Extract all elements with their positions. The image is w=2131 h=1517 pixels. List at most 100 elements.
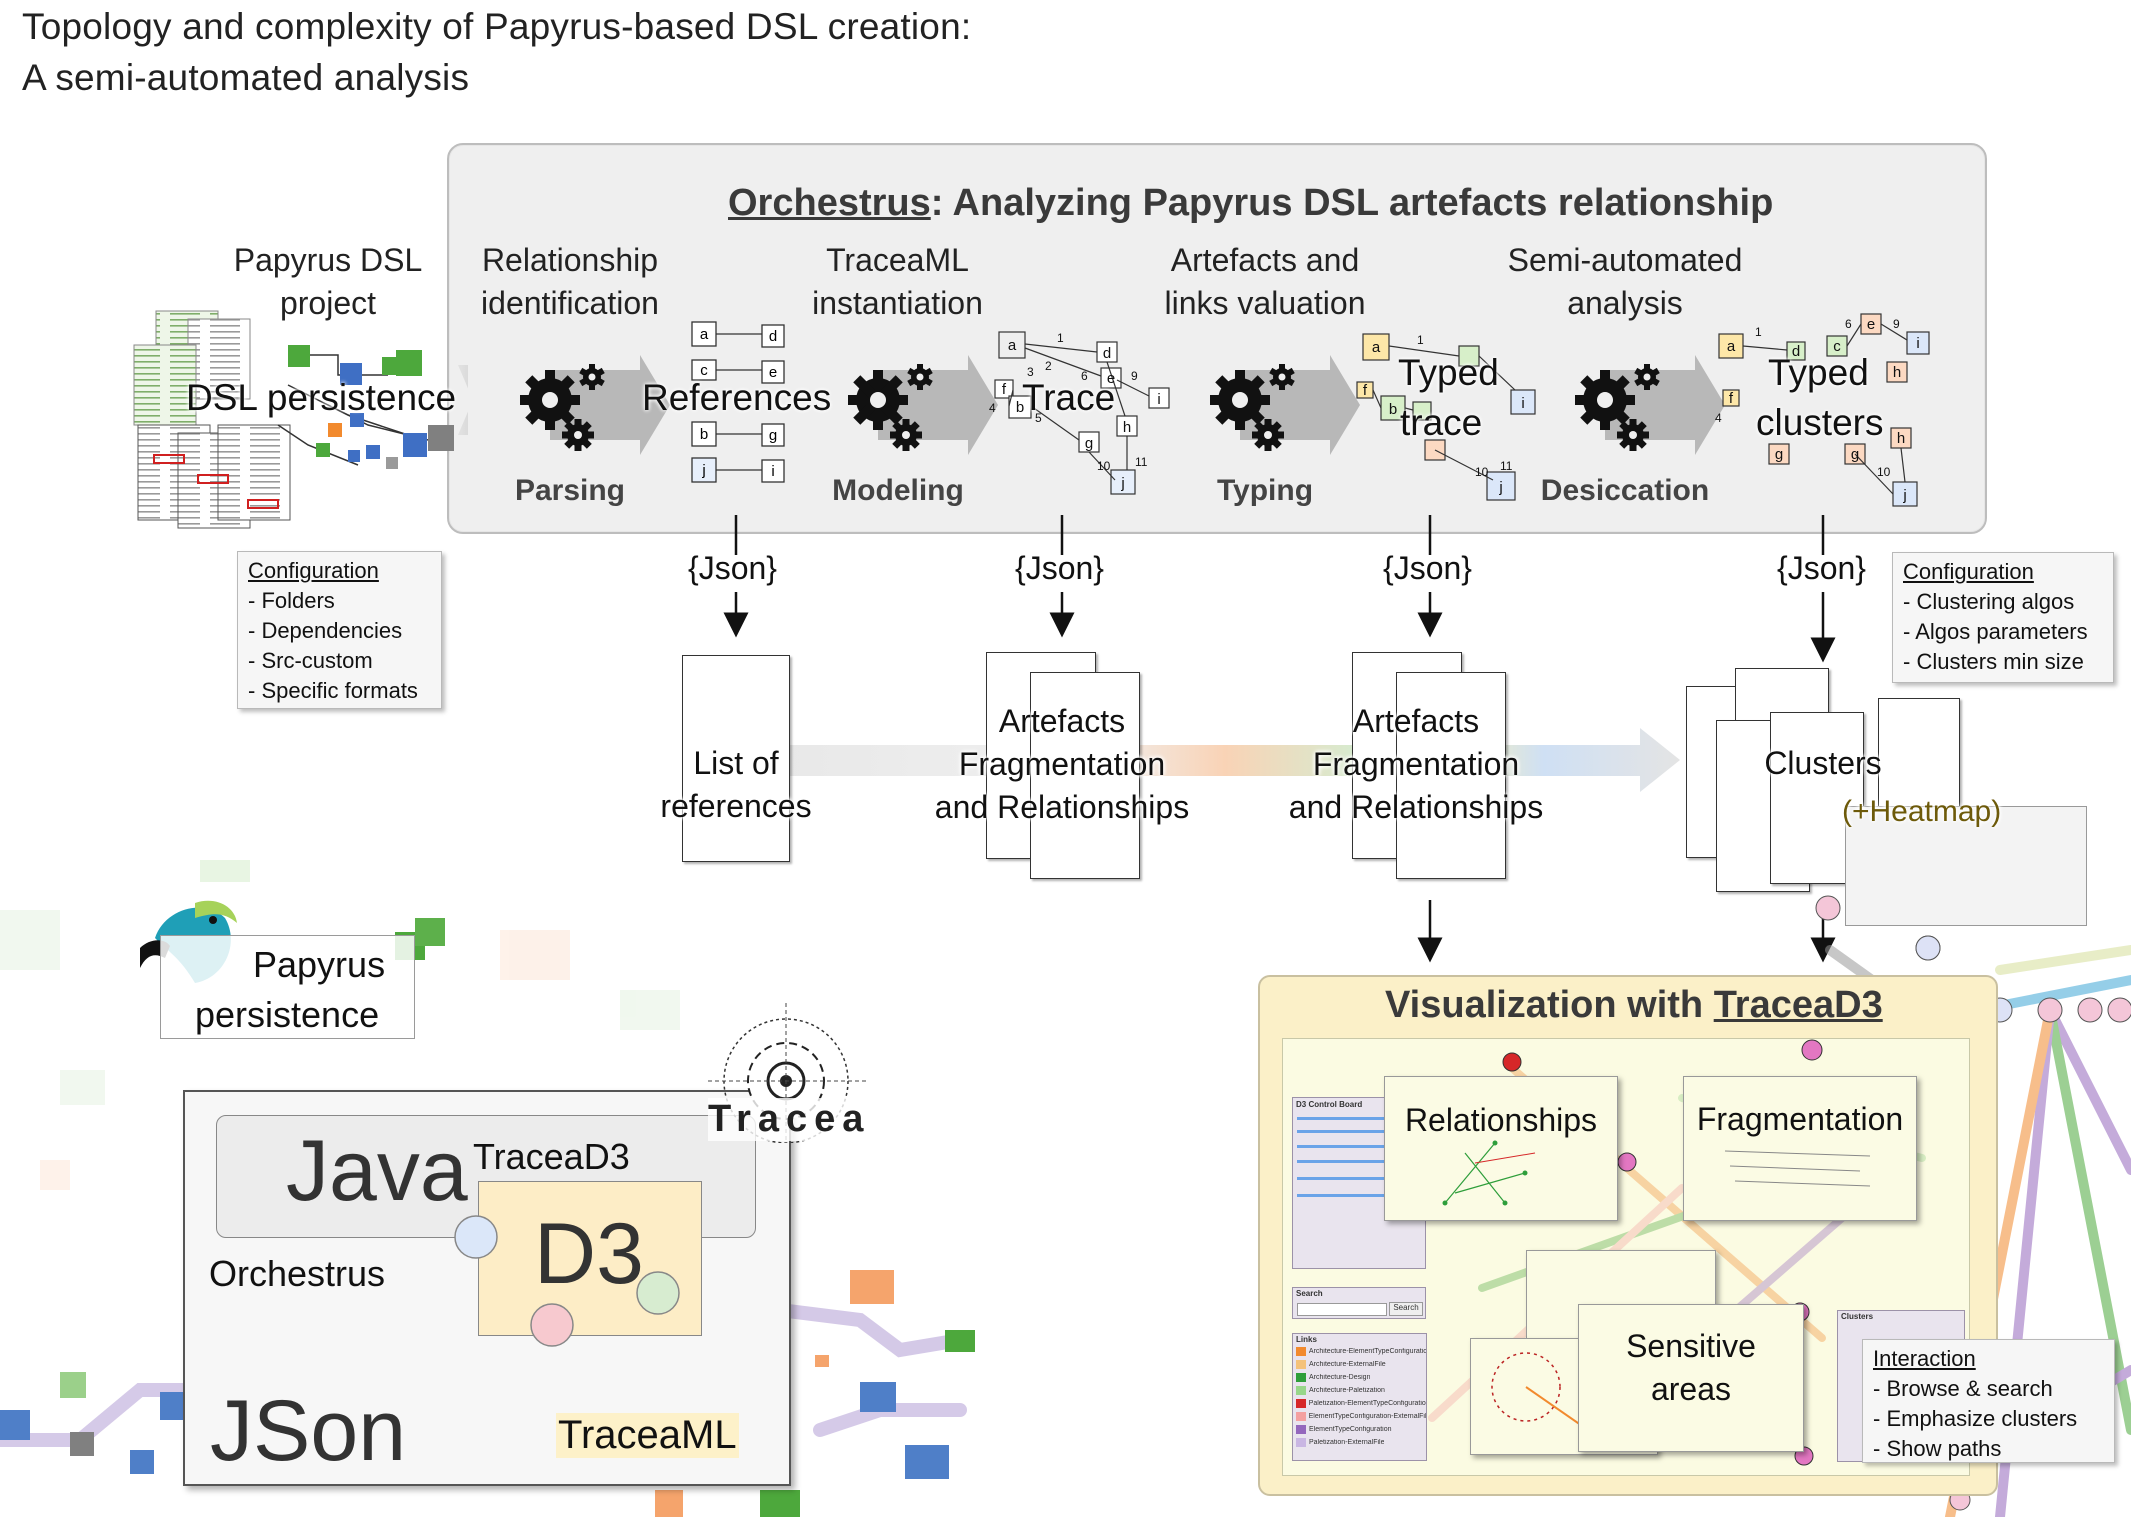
svg-text:10: 10 <box>1877 465 1891 479</box>
frag-line1: Artefacts <box>1352 703 1480 739</box>
svg-text:d: d <box>769 328 777 345</box>
fragmentation-label: Artefacts Fragmentation and Relationship… <box>912 700 1212 829</box>
references-graph: a d c e b g j i <box>691 321 785 483</box>
json-label-2: {Json} <box>1015 550 1104 586</box>
search-button[interactable]: Search <box>1389 1302 1423 1316</box>
viz-title-name: TraceaD3 <box>1713 984 1883 1026</box>
link-legend-label: Architecture-ElementTypeConfiguratio <box>1308 1348 1426 1355</box>
iterations-slider[interactable] <box>1297 1160 1421 1163</box>
interaction-item: - Browse & search <box>1873 1376 2053 1401</box>
svg-text:j: j <box>701 462 705 479</box>
interaction-box: Interaction - Browse & search - Emphasiz… <box>1862 1339 2115 1463</box>
link-legend-row[interactable]: Paletization-ElementTypeConfiguration <box>1293 1397 1426 1410</box>
link-legend-row[interactable]: Architecture-ElementTypeConfiguratio <box>1293 1345 1426 1358</box>
svg-text:9: 9 <box>1893 317 1900 331</box>
link-legend-row[interactable]: Architecture-Design <box>1293 1371 1426 1384</box>
link-color-swatch <box>1296 1360 1306 1369</box>
typed-trace-graph: a f b i j 1 10 11 <box>1356 333 1536 501</box>
svg-text:g: g <box>1085 435 1093 452</box>
sensitive-areas-card[interactable]: Sensitive areas <box>1578 1304 1804 1452</box>
phase-modeling: Modeling <box>832 474 964 507</box>
svg-text:h: h <box>1897 430 1905 447</box>
svg-text:j: j <box>1498 479 1502 496</box>
tracea-logo-text: Tracea <box>708 1098 871 1141</box>
link-color-swatch <box>1296 1386 1306 1395</box>
svg-text:g: g <box>1775 446 1783 463</box>
stage-artefacts-valuation: Artefacts and links valuation <box>1150 239 1380 325</box>
stage-3-line2: links valuation <box>1164 285 1366 321</box>
frag-line3: and Relationships <box>1288 789 1544 825</box>
stage-4-line2: analysis <box>1567 285 1683 321</box>
svg-text:c: c <box>700 362 708 379</box>
list-of-references-label: List of references <box>636 742 836 828</box>
fragmentation-card[interactable]: Fragmentation <box>1683 1076 1917 1221</box>
heatmap-thumbnail <box>1845 806 2087 926</box>
references-document <box>682 655 790 862</box>
svg-text:i: i <box>1521 395 1524 412</box>
orchestrus-tech-label: Orchestrus <box>209 1253 386 1294</box>
svg-text:4: 4 <box>989 401 996 415</box>
page-title-line2: A semi-automated analysis <box>22 57 470 98</box>
svg-text:i: i <box>1157 391 1160 408</box>
link-legend-label: Paletization-ElementTypeConfiguration <box>1308 1400 1426 1407</box>
configuration-right: Configuration - Clustering algos - Algos… <box>1892 552 2114 683</box>
phase-desiccation: Desiccation <box>1540 474 1710 507</box>
link-legend-label: Architecture-Design <box>1309 1374 1371 1381</box>
stage-1-line1: Relationship <box>481 242 659 278</box>
nodes-slider[interactable] <box>1297 1117 1421 1120</box>
search-heading: Search <box>1296 1289 1323 1298</box>
link-legend-row[interactable]: ElementTypeConfiguration <box>1293 1423 1426 1436</box>
svg-text:4: 4 <box>1715 411 1722 425</box>
svg-text:10: 10 <box>1475 465 1489 479</box>
link-legend-row[interactable]: Architecture-Paletization <box>1293 1384 1426 1397</box>
relationships-card[interactable]: Relationships <box>1384 1076 1618 1221</box>
dsl-collage-graphic <box>133 310 468 529</box>
typed-trace-label-2: trace <box>1400 402 1483 443</box>
search-panel: Search Search <box>1292 1287 1426 1319</box>
svg-text:2: 2 <box>1045 359 1052 373</box>
svg-text:g: g <box>1851 446 1859 463</box>
svg-text:1: 1 <box>1417 333 1424 347</box>
link-legend-row[interactable]: Paletization-ExternalFile <box>1293 1436 1426 1449</box>
input-project-label: Papyrus DSL project <box>222 239 434 325</box>
sensitive-line2: areas <box>1650 1371 1732 1407</box>
interaction-item: - Show paths <box>1873 1436 2002 1461</box>
svg-text:d: d <box>1792 343 1800 360</box>
papyrus-label-2: persistence <box>195 994 380 1035</box>
orchestrus-title: Orchestrus: Analyzing Papyrus DSL artefa… <box>728 182 1773 225</box>
config-left-heading: Configuration <box>248 558 379 583</box>
link-legend-row[interactable]: ElementTypeConfiguration-ExternalFile <box>1293 1410 1426 1423</box>
trace-label: Trace <box>1022 377 1116 418</box>
links-heading: Links <box>1296 1335 1317 1344</box>
viz-title-prefix: Visualization with <box>1385 984 1714 1026</box>
svg-text:b: b <box>700 426 708 443</box>
fragmentation-network-icon <box>1724 1150 1871 1187</box>
svg-text:f: f <box>1363 382 1368 399</box>
strength-slider[interactable] <box>1297 1177 1421 1180</box>
link-legend-row[interactable]: Architecture-ExternalFile <box>1293 1358 1426 1371</box>
json-label-4: {Json} <box>1777 550 1866 586</box>
links-slider[interactable] <box>1297 1130 1421 1133</box>
distance-slider[interactable] <box>1297 1145 1421 1148</box>
config-right-item: - Clusters min size <box>1903 649 2084 674</box>
stage-traceaml-instantiation: TraceaML instantiation <box>790 239 1005 325</box>
stage-1-line2: identification <box>481 285 659 321</box>
link-color-swatch <box>1296 1399 1306 1408</box>
java-label: Java <box>286 1123 468 1219</box>
stage-2-line2: instantiation <box>812 285 983 321</box>
svg-text:a: a <box>1008 337 1017 354</box>
list-line2: references <box>660 788 812 824</box>
visualization-title: Visualization with TraceaD3 <box>1385 984 1883 1027</box>
svg-text:e: e <box>1107 370 1115 387</box>
svg-text:9: 9 <box>1131 369 1138 383</box>
svg-text:5: 5 <box>1035 411 1042 425</box>
distance-min-slider[interactable] <box>1297 1194 1421 1197</box>
configuration-left: Configuration - Folders - Dependencies -… <box>237 551 442 709</box>
clusters-label: Clusters <box>1764 745 1882 781</box>
link-color-swatch <box>1296 1438 1306 1447</box>
typed-clusters-graph: a d c e i h f g g h j 1 6 9 4 10 <box>1715 313 1930 507</box>
link-legend-label: Architecture-ExternalFile <box>1309 1361 1386 1368</box>
search-input[interactable] <box>1297 1303 1387 1316</box>
link-legend-label: Architecture-Paletization <box>1309 1387 1385 1394</box>
